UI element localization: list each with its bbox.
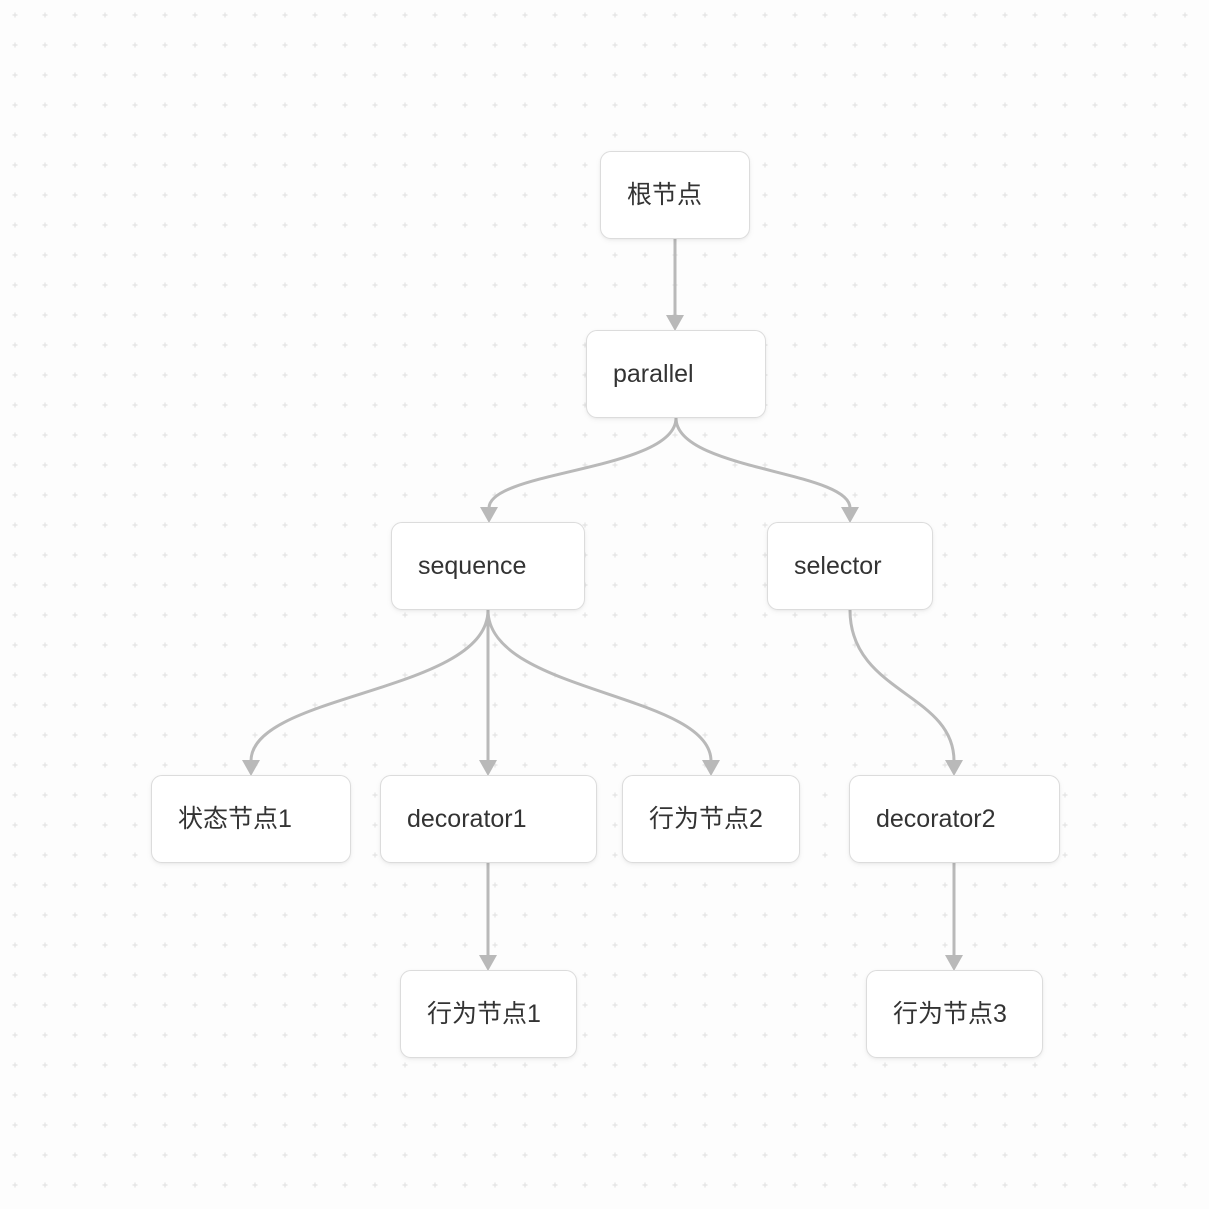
edge-sequence-to-state1[interactable] <box>242 608 490 776</box>
node-selector[interactable]: selector <box>767 522 933 610</box>
arrowhead <box>702 760 720 776</box>
arrowhead <box>480 507 498 523</box>
node-action2-label: 行为节点2 <box>649 804 763 833</box>
node-decorator1-label: decorator1 <box>407 804 527 833</box>
edge-decorator1-to-action1[interactable] <box>479 861 497 971</box>
edge-parallel-to-sequence[interactable] <box>480 416 678 523</box>
node-action3-label: 行为节点3 <box>893 999 1007 1028</box>
node-state1[interactable]: 状态节点1 <box>151 775 351 863</box>
node-sequence-label: sequence <box>418 551 527 580</box>
node-root[interactable]: 根节点 <box>600 151 750 239</box>
node-decorator2-label: decorator2 <box>876 804 996 833</box>
node-selector-label: selector <box>794 551 882 580</box>
node-parallel[interactable]: parallel <box>586 330 766 418</box>
edge-decorator2-to-action3[interactable] <box>945 861 963 971</box>
arrowhead <box>841 507 859 523</box>
arrowhead <box>666 315 684 331</box>
node-action1[interactable]: 行为节点1 <box>400 970 577 1058</box>
edge-root-to-parallel[interactable] <box>666 237 684 331</box>
node-state1-label: 状态节点1 <box>178 804 292 833</box>
node-action2[interactable]: 行为节点2 <box>622 775 800 863</box>
arrowhead <box>242 760 260 776</box>
node-decorator2[interactable]: decorator2 <box>849 775 1060 863</box>
node-action3[interactable]: 行为节点3 <box>866 970 1043 1058</box>
node-action1-label: 行为节点1 <box>427 999 541 1028</box>
node-sequence[interactable]: sequence <box>391 522 585 610</box>
node-parallel-label: parallel <box>613 359 694 388</box>
arrowhead <box>479 955 497 971</box>
node-decorator1[interactable]: decorator1 <box>380 775 597 863</box>
edge-sequence-to-action2[interactable] <box>486 608 720 776</box>
arrowhead <box>479 760 497 776</box>
arrowhead <box>945 760 963 776</box>
edge-selector-to-decorator2[interactable] <box>848 608 963 776</box>
arrowhead <box>945 955 963 971</box>
node-root-label: 根节点 <box>627 180 703 209</box>
edge-sequence-to-decorator1[interactable] <box>479 608 497 776</box>
edge-parallel-to-selector[interactable] <box>674 416 859 523</box>
